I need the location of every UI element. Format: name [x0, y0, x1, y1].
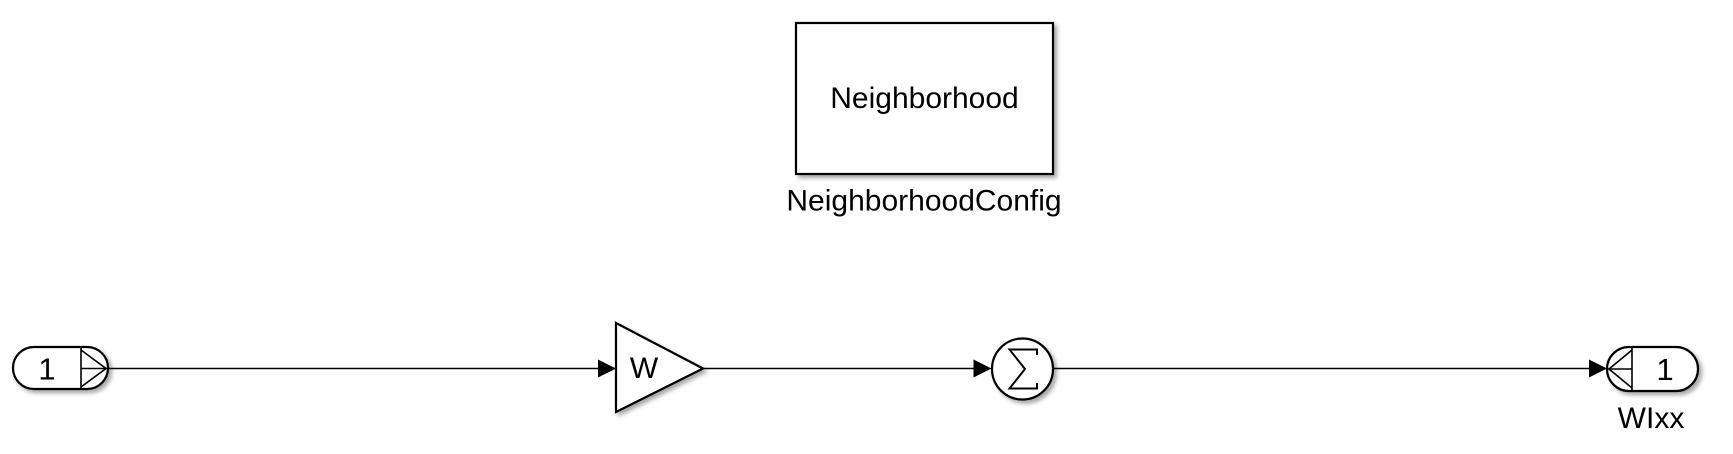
inport-body[interactable]: [11, 345, 110, 391]
inport-number: 1: [38, 352, 55, 387]
sum-circle[interactable]: [990, 337, 1055, 401]
subsystem-body[interactable]: [794, 21, 1055, 176]
gain-label: W: [630, 352, 659, 385]
arrowhead-icon: [973, 359, 992, 378]
gain-triangle[interactable]: [614, 321, 706, 414]
sum-block[interactable]: [990, 337, 1055, 401]
subsystem-label: Neighborhood: [830, 82, 1018, 115]
outport-caption[interactable]: WIxx: [1618, 402, 1685, 435]
arrowhead-icon: [598, 359, 616, 378]
outport-body[interactable]: [1605, 345, 1700, 393]
inport-block[interactable]: 1: [11, 345, 110, 391]
outport-number: 1: [1656, 352, 1673, 387]
arrowhead-icon: [1589, 359, 1607, 378]
subsystem-block-neighborhood[interactable]: Neighborhood: [794, 21, 1055, 176]
sigma-icon: [1007, 348, 1038, 390]
signal-wires: [108, 359, 1607, 378]
outport-block[interactable]: 1: [1605, 345, 1700, 393]
gain-block[interactable]: W: [614, 321, 706, 414]
subsystem-caption[interactable]: NeighborhoodConfig: [786, 185, 1061, 218]
